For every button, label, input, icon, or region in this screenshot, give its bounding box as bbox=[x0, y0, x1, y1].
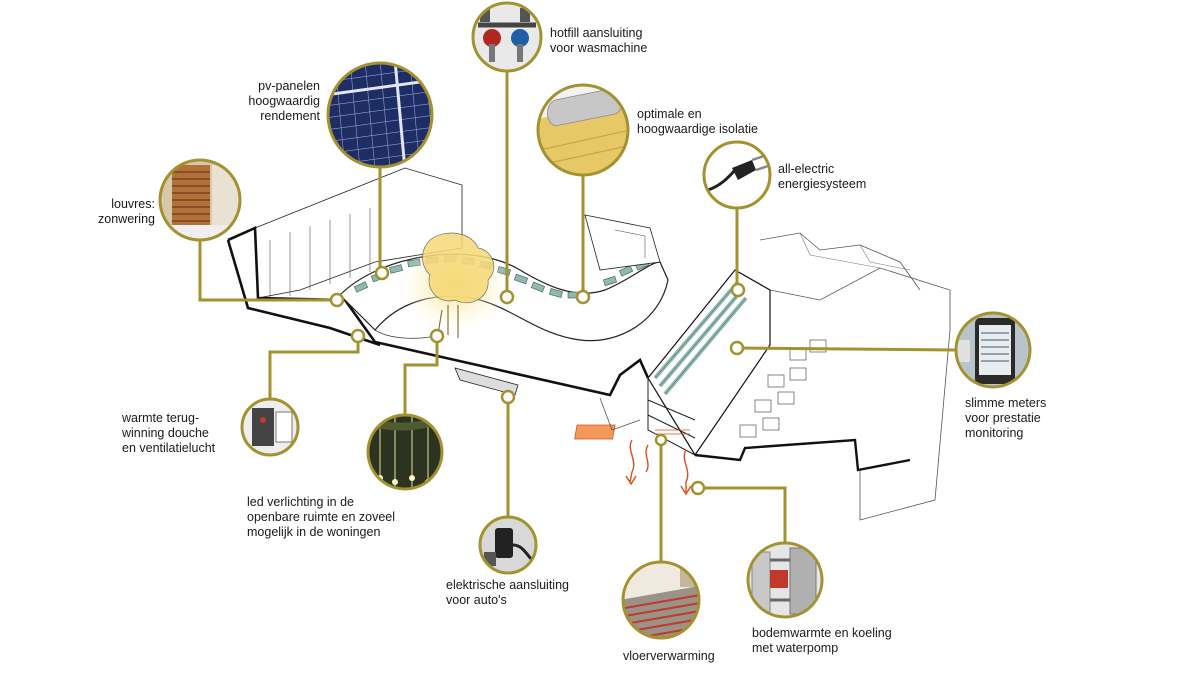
led-street-light-icon bbox=[366, 413, 444, 491]
anchor-points bbox=[329, 265, 746, 496]
solar-panel-icon bbox=[326, 61, 434, 169]
label-louvres: louvres: zonwering bbox=[98, 197, 155, 226]
insulation-roll-icon bbox=[536, 83, 630, 177]
heat-pump-icon bbox=[746, 541, 824, 619]
ev-charger-icon bbox=[478, 515, 538, 575]
label-elektrische-aansluiting: elektrische aansluiting voor auto's bbox=[446, 578, 569, 607]
hotfill-tap-icon bbox=[471, 1, 543, 73]
label-bodemwarmte: bodemwarmte en koeling met waterpomp bbox=[752, 626, 892, 655]
label-vloerverwarming: vloerverwarming bbox=[623, 649, 715, 663]
power-plug-icon bbox=[702, 140, 772, 210]
callout-lines bbox=[198, 71, 957, 562]
label-slimme-meters: slimme meters voor prestatie monitoring bbox=[965, 396, 1047, 440]
label-warmte-terugwinning: warmte terug- winning douche en ventilat… bbox=[122, 411, 216, 455]
smart-meter-phone-icon bbox=[954, 311, 1032, 389]
louvre-shutter-icon bbox=[158, 158, 242, 242]
label-hotfill: hotfill aansluiting voor wasmachine bbox=[550, 26, 648, 55]
floor-heating-icon bbox=[621, 560, 701, 640]
building-illustration bbox=[226, 167, 951, 521]
label-all-electric: all-electric energiesysteem bbox=[778, 162, 867, 191]
label-isolatie: optimale en hoogwaardige isolatie bbox=[637, 107, 758, 136]
heat-recovery-unit-icon bbox=[240, 397, 300, 457]
label-led-verlichting: led verlichting in de openbare ruimte en… bbox=[247, 495, 396, 539]
label-pv-panelen: pv-panelen hoogwaardig rendement bbox=[248, 79, 320, 123]
